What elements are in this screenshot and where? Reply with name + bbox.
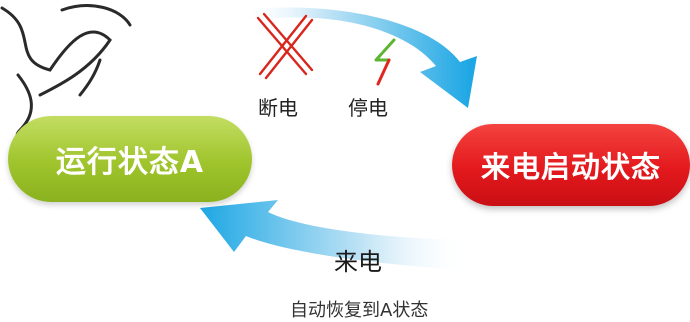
top-arrow [240, 7, 477, 108]
state-startup: 来电启动状态 [452, 124, 690, 206]
label-auto-restore: 自动恢复到A状态 [290, 300, 429, 321]
state-running: 运行状态A [8, 116, 252, 202]
label-power-on: 来电 [334, 248, 382, 276]
label-power-outage: 停电 [348, 96, 388, 120]
lightning-bolt-icon [374, 38, 396, 86]
cross-mark-icon [256, 12, 314, 80]
bottom-arrow [200, 200, 465, 270]
label-power-cut: 断电 [258, 96, 298, 120]
